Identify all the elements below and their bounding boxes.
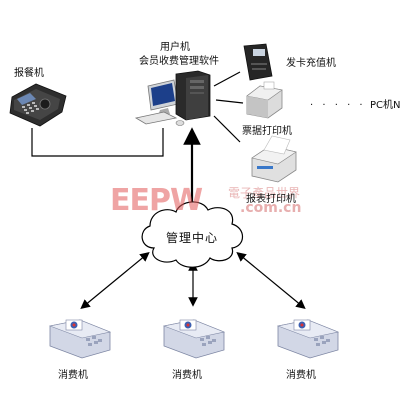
pc-report-printer-link [213,115,241,143]
pc-n-dots: · · · · · · [310,100,378,111]
meal-reporter-icon [9,83,67,127]
eepw-watermark-logo: EEPW [110,183,203,218]
terminal-1-icon [48,319,112,359]
meal-reporter-label: 报餐机 [14,68,44,79]
pc-card-issuer-link [213,71,241,87]
connectors [31,71,306,310]
center-terminal3-arrow [236,251,306,310]
pc-user-label: 用户机 [160,42,190,53]
receipt-printer-label: 票据打印机 [242,126,292,137]
report-printer-icon [251,135,297,183]
meal-reporter-link [31,128,164,157]
cloud-shape [141,201,244,268]
pc-receipt-printer-link [215,99,244,104]
center-terminal1-arrow [80,251,150,310]
receipt-printer-icon [246,81,283,119]
card-issuer-icon [243,43,273,81]
terminal-2-label: 消费机 [172,370,202,381]
card-issuer-label: 发卡充值机 [286,58,336,69]
terminal-3-icon [276,319,340,359]
pc-n-label: PC机N [370,100,401,111]
terminal-2-icon [162,319,226,359]
terminal-1-label: 消费机 [58,370,88,381]
pc-workstation-icon [134,70,211,126]
eepw-watermark-text: 電子產品世界 [228,186,301,200]
report-printer-label: 报表打印机 [246,194,296,205]
pc-software-label: 会员收费管理软件 [139,56,219,67]
terminal-3-label: 消费机 [286,370,316,381]
eepw-watermark-url: .com.cn [240,200,302,216]
management-center-label: 管理中心 [166,231,219,245]
